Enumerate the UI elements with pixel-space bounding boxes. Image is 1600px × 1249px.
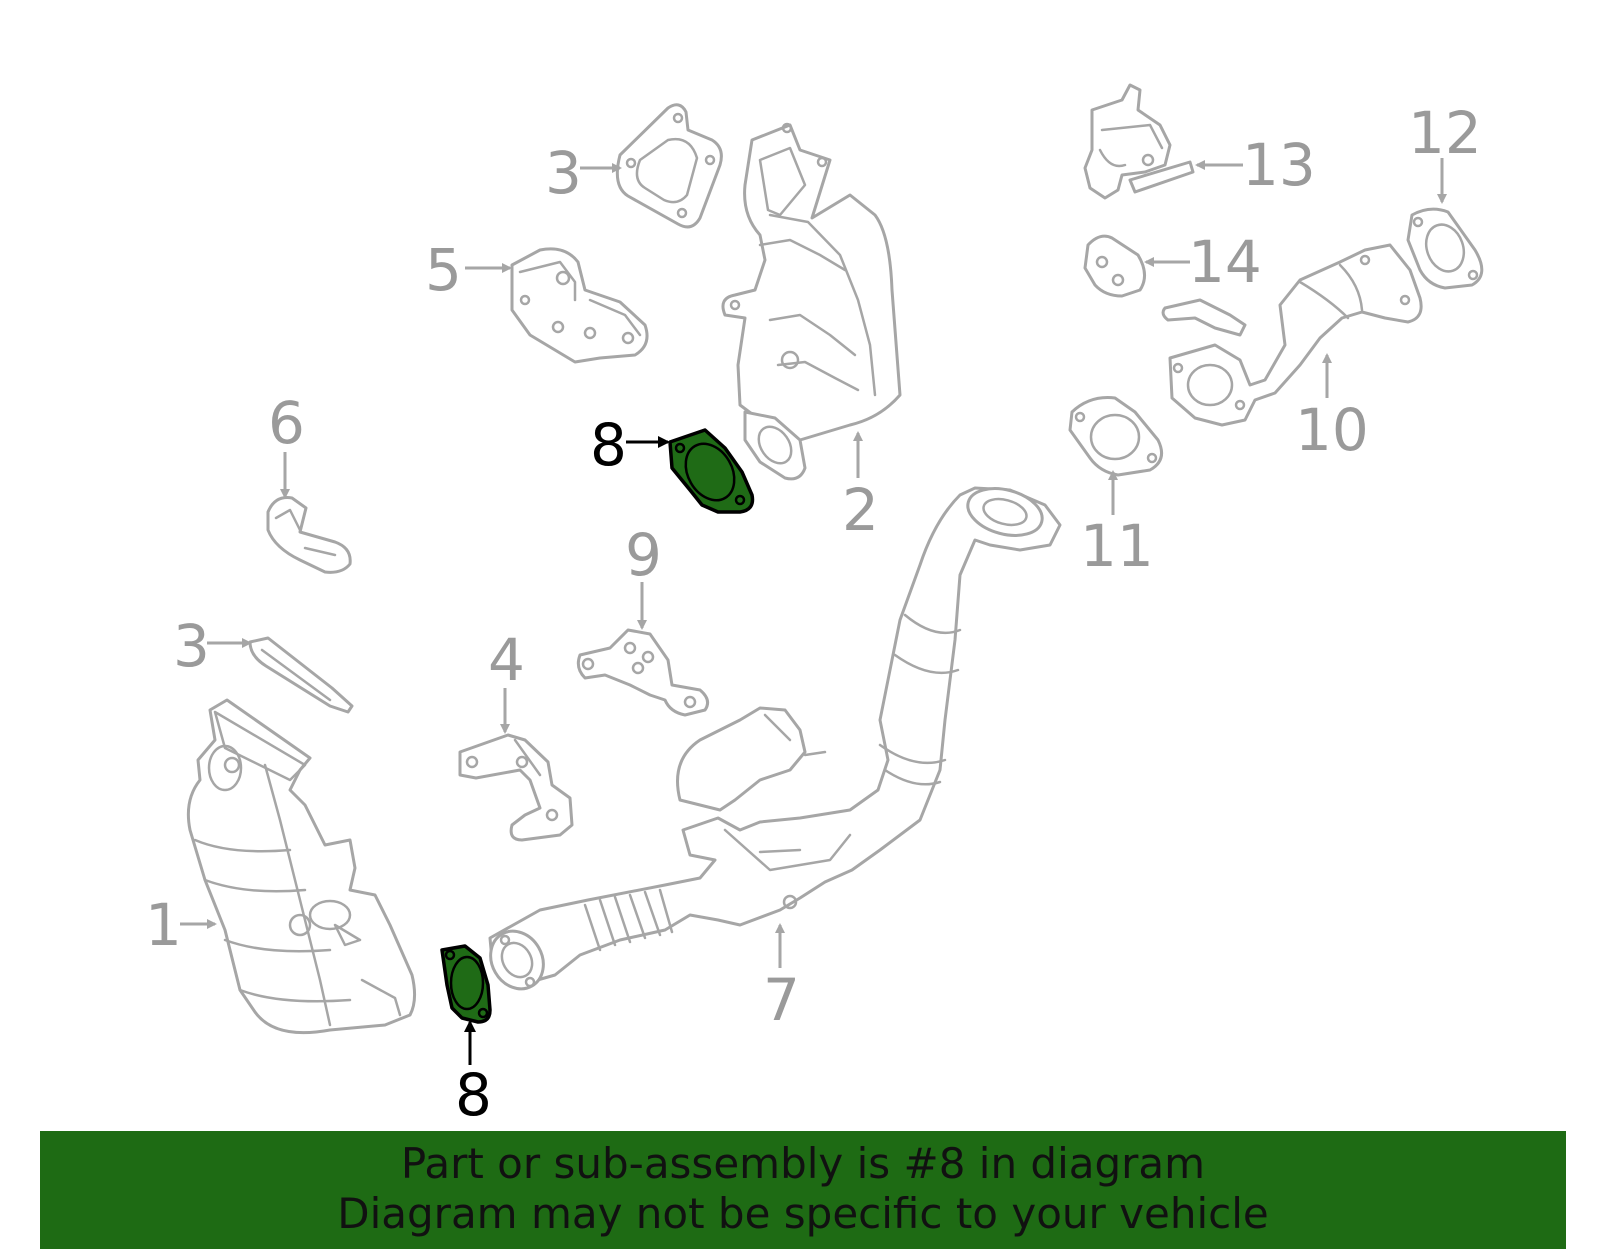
callout-3-upper: 3 <box>545 139 582 207</box>
part-14-isolator[interactable] <box>1083 234 1146 298</box>
part-7-y-pipe[interactable] <box>480 481 1062 999</box>
part-2-upper-converter[interactable] <box>721 122 902 481</box>
callout-8-upper: 8 <box>590 411 627 479</box>
part-6-bracket[interactable] <box>266 496 352 574</box>
leader-lines <box>180 158 1447 1065</box>
banner-line-1: Part or sub-assembly is #8 in diagram <box>400 1139 1206 1188</box>
part-8-lower-gasket[interactable] <box>440 944 492 1024</box>
callout-3-lower: 3 <box>173 612 210 680</box>
part-12-gasket[interactable] <box>1406 207 1484 290</box>
part-3-lower-gasket[interactable] <box>248 636 354 714</box>
callout-4: 4 <box>488 626 525 694</box>
notice-banner: Part or sub-assembly is #8 in diagram Di… <box>40 1131 1566 1249</box>
callout-7: 7 <box>763 966 800 1034</box>
part-8-upper-gasket[interactable] <box>668 428 755 514</box>
callout-5: 5 <box>425 236 462 304</box>
part-13-hanger[interactable] <box>1083 83 1195 200</box>
callout-8-lower: 8 <box>455 1061 492 1129</box>
callout-6: 6 <box>268 389 305 457</box>
part-3-upper-gasket[interactable] <box>615 103 723 229</box>
banner-line-2: Diagram may not be specific to your vehi… <box>337 1189 1269 1238</box>
callout-10: 10 <box>1295 396 1369 464</box>
part-9-bracket[interactable] <box>576 628 710 717</box>
callout-1: 1 <box>145 891 182 959</box>
part-4-bracket[interactable] <box>458 733 574 842</box>
callout-12: 12 <box>1408 99 1482 167</box>
callout-11: 11 <box>1080 512 1154 580</box>
part-11-gasket[interactable] <box>1068 396 1164 477</box>
callout-14: 14 <box>1188 228 1262 296</box>
callout-2: 2 <box>842 476 879 544</box>
part-1-lower-converter[interactable] <box>186 698 417 1035</box>
callout-13: 13 <box>1242 131 1316 199</box>
callout-9: 9 <box>625 521 662 589</box>
callout-labels: 1 2 3 3 4 5 6 7 8 8 9 10 11 12 13 14 <box>145 99 1482 1129</box>
part-5-bracket[interactable] <box>510 247 649 364</box>
part-10-pipe[interactable] <box>1161 243 1423 427</box>
